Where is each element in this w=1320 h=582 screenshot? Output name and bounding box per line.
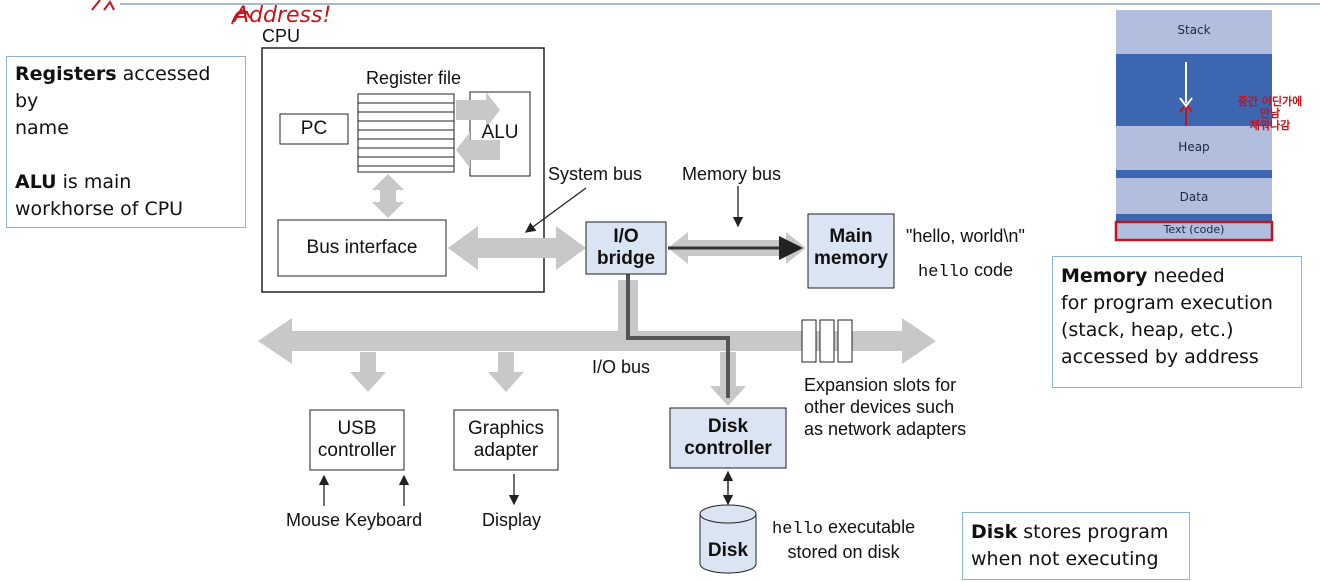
mouse-keyboard-label: Mouse Keyboard: [286, 510, 423, 530]
alu-label: ALU: [481, 122, 519, 143]
expansion-line1: Expansion slots for: [804, 375, 957, 395]
disk-exec-rest: executable: [823, 517, 916, 537]
disk-exec-line2: stored on disk: [787, 542, 900, 562]
bus-interface-label: Bus interface: [306, 237, 418, 258]
memory-note-line4: accessed by address: [1061, 346, 1259, 368]
pc-box: [279, 113, 349, 145]
segment-heap: Heap: [1178, 140, 1210, 154]
hello-data-path: [626, 272, 730, 398]
handwriting-line3: 채워나감: [1249, 119, 1291, 132]
expansion-line3: as network adapters: [804, 419, 967, 439]
graphics-line2: adapter: [473, 440, 539, 461]
disk-note-line2: when not executing: [971, 548, 1159, 570]
main-memory-box: [807, 213, 895, 289]
usb-controller-box: [309, 409, 405, 471]
usb-line2: controller: [317, 440, 397, 461]
register-file-label: Register file: [366, 68, 462, 88]
memory-note-rest: needed: [1147, 265, 1225, 287]
io-bridge-line1: I/O: [613, 226, 639, 247]
register-file-grid: [357, 93, 455, 173]
alu-note-bold: ALU: [15, 171, 57, 193]
disk-note-rest: stores program: [1017, 521, 1169, 543]
iobus-drop-arrows: [350, 352, 746, 406]
disk-note-bold: Disk: [971, 521, 1018, 543]
main-memory-line1: Main: [829, 226, 873, 247]
segment-text-code: Text (code): [1163, 223, 1225, 236]
hello-world-string: "hello, world\n": [906, 226, 1025, 246]
io-bridge-label: I/O bridge: [586, 226, 666, 270]
bus-interface-box: [277, 219, 447, 277]
pc-label: PC: [300, 118, 328, 139]
io-bus-arrow: [258, 318, 936, 364]
main-memory-line2: memory: [814, 248, 888, 269]
hello-code-mono: hello: [918, 263, 970, 282]
cpu-internal-arrows: [372, 92, 500, 218]
disk-note: Disk stores program when not executing: [962, 512, 1190, 580]
disk-controller-box: [669, 407, 787, 469]
usb-line1: USB: [337, 418, 377, 439]
registers-note-line4: workhorse of CPU: [15, 198, 184, 220]
system-bus-pointer: [524, 187, 587, 233]
memory-note-line2: for program execution: [1061, 292, 1273, 314]
disk-label: Disk: [707, 540, 749, 561]
usb-controller-label: USB controller: [310, 418, 404, 462]
io-bus-label: I/O bus: [592, 357, 651, 377]
disk-cylinder: [699, 504, 757, 574]
system-bus-arrow: [448, 226, 586, 270]
expansion-line2: other devices such: [804, 397, 955, 417]
alu-note-rest: is main: [56, 171, 132, 193]
memory-note-bold: Memory: [1061, 265, 1148, 287]
handwriting-stack-heap: 중간 어딘가에 만남 채워나감: [1222, 96, 1318, 132]
expansion-slots-label: Expansion slots for other devices such a…: [804, 374, 966, 440]
disk-controller-label: Disk controller: [670, 416, 786, 460]
segment-data: Data: [1179, 190, 1209, 204]
disk-exec-label: hello executable stored on disk: [772, 516, 915, 563]
system-bus-label: System bus: [548, 164, 643, 184]
handwriting-line1: 중간 어딘가에: [1237, 95, 1303, 108]
memory-note-line3: (stack, heap, etc.): [1061, 319, 1234, 341]
cpu-frame: [261, 47, 545, 293]
registers-note-bold: Registers: [15, 63, 117, 85]
hello-code-rest: code: [969, 260, 1014, 280]
expansion-slots: [801, 319, 853, 363]
io-bridge-box: [585, 221, 667, 275]
disk-controller-line1: Disk: [707, 416, 749, 437]
memory-note: Memory needed for program execution (sta…: [1052, 256, 1302, 388]
graphics-adapter-box: [453, 409, 559, 471]
alu-box: [469, 91, 531, 177]
cpu-title: CPU: [262, 26, 301, 46]
graphics-adapter-label: Graphics adapter: [454, 418, 558, 462]
disk-controller-line2: controller: [684, 438, 772, 459]
segment-stack: Stack: [1177, 23, 1211, 37]
disk-exec-mono: hello: [772, 520, 824, 539]
handwriting-line2: 만남: [1259, 107, 1281, 120]
registers-note-rest: accessed by: [15, 63, 211, 112]
main-memory-label: Main memory: [808, 226, 894, 270]
registers-note: Registers accessed by name ALU is main w…: [6, 56, 246, 228]
display-label: Display: [482, 510, 542, 530]
registers-note-line2: name: [15, 117, 69, 139]
handwriting-top: [91, 0, 251, 25]
io-bridge-line2: bridge: [596, 248, 656, 269]
graphics-line1: Graphics: [467, 418, 545, 439]
memory-bus-label: Memory bus: [682, 164, 782, 184]
memory-layout-panel: [1114, 10, 1274, 242]
hello-code-label: hello code: [918, 260, 1013, 282]
handwriting-address: Address!: [232, 3, 331, 28]
